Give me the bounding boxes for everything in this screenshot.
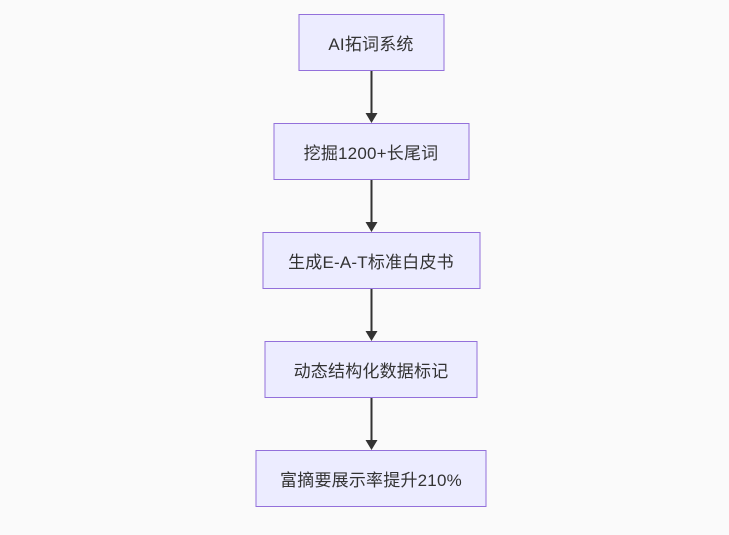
arrow-line [370,398,372,440]
flow-node-longtail-words: 挖掘1200+长尾词 [273,123,469,180]
arrow-line [370,71,372,113]
arrow-line [370,289,372,331]
flow-node-rich-snippet-result: 富摘要展示率提升210% [255,450,487,507]
arrow-line [370,180,372,222]
arrow-down-icon [365,180,377,232]
arrow-head [365,331,377,341]
flow-node-label: 动态结构化数据标记 [293,362,449,381]
flow-node-label: 挖掘1200+长尾词 [303,144,439,163]
flow-node-ai-system: AI拓词系统 [298,14,444,71]
arrow-down-icon [365,71,377,123]
flow-node-eat-whitepaper: 生成E-A-T标准白皮书 [262,232,480,289]
arrow-down-icon [365,289,377,341]
arrow-head [365,113,377,123]
flow-node-label: 富摘要展示率提升210% [280,471,462,490]
flowchart: AI拓词系统 挖掘1200+长尾词 生成E-A-T标准白皮书 动态结构化数据标记 [255,14,487,507]
flow-node-label: 生成E-A-T标准白皮书 [288,253,454,272]
flow-node-label: AI拓词系统 [328,35,414,54]
arrow-down-icon [365,398,377,450]
arrow-head [365,440,377,450]
arrow-head [365,222,377,232]
flow-node-structured-data: 动态结构化数据标记 [264,341,478,398]
